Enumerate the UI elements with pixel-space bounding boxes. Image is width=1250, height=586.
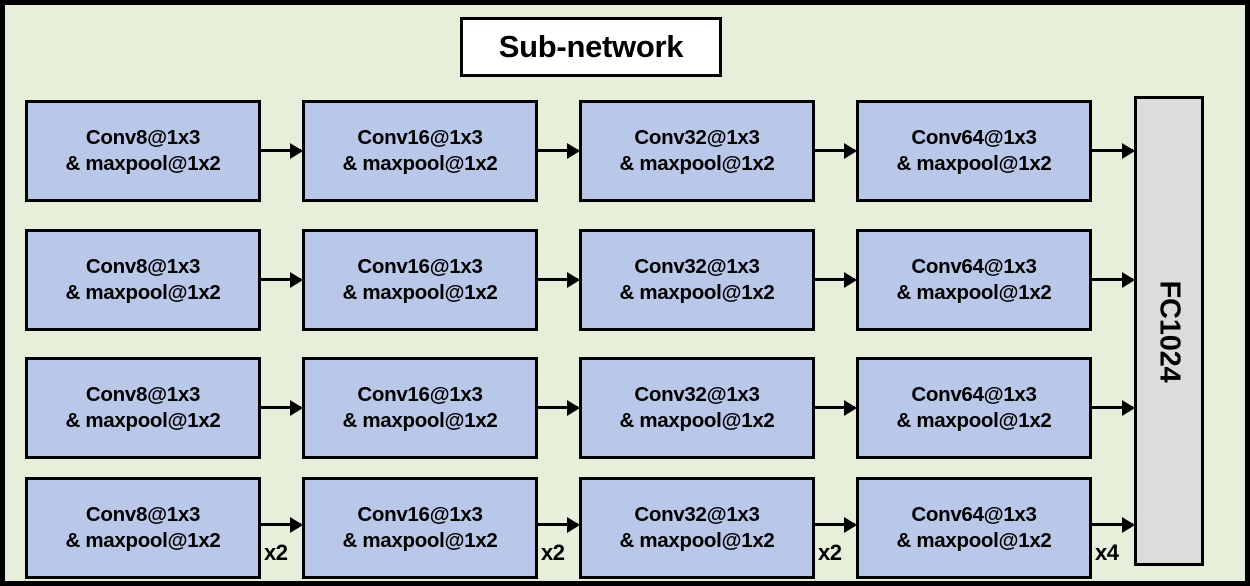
conv-block-line2: & maxpool@1x2 xyxy=(65,152,221,175)
arrow-r3c1-to-r3c2 xyxy=(261,406,301,409)
conv-block-r3c1[interactable]: Conv8@1x3 & maxpool@1x2 xyxy=(25,357,261,459)
multiplier-label-4: x4 xyxy=(1095,540,1119,565)
conv-block-line1: Conv32@1x3 xyxy=(634,382,760,406)
arrow-r4c2-to-r4c3 xyxy=(538,523,578,526)
conv-block-line1: Conv8@1x3 xyxy=(85,254,201,278)
conv-block-line1: Conv8@1x3 xyxy=(85,502,201,526)
page-title: Sub-network xyxy=(498,29,684,64)
arrow-r4c3-to-r4c4 xyxy=(815,523,855,526)
conv-block-line2: & maxpool@1x2 xyxy=(342,529,498,552)
conv-block-r3c2[interactable]: Conv16@1x3 & maxpool@1x2 xyxy=(302,357,538,459)
conv-block-line1: Conv16@1x3 xyxy=(357,502,483,526)
arrow-r2c4-to-fc xyxy=(1092,278,1133,281)
conv-block-line2: & maxpool@1x2 xyxy=(619,281,775,304)
arrow-r3c3-to-r3c4 xyxy=(815,406,855,409)
arrow-r1c4-to-fc xyxy=(1092,149,1133,152)
conv-block-line1: Conv64@1x3 xyxy=(911,502,1037,526)
conv-block-line2: & maxpool@1x2 xyxy=(342,281,498,304)
conv-block-line2: & maxpool@1x2 xyxy=(896,409,1052,432)
conv-block-r2c2[interactable]: Conv16@1x3 & maxpool@1x2 xyxy=(302,229,538,331)
conv-block-r3c3[interactable]: Conv32@1x3 & maxpool@1x2 xyxy=(579,357,815,459)
conv-block-line1: Conv64@1x3 xyxy=(911,254,1037,278)
arrow-r2c2-to-r2c3 xyxy=(538,278,578,281)
conv-block-r2c3[interactable]: Conv32@1x3 & maxpool@1x2 xyxy=(579,229,815,331)
arrow-r4c1-to-r4c2 xyxy=(261,523,301,526)
diagram-title-box: Sub-network xyxy=(460,17,722,77)
conv-block-r1c1[interactable]: Conv8@1x3 & maxpool@1x2 xyxy=(25,100,261,202)
conv-block-line1: Conv16@1x3 xyxy=(357,125,483,149)
arrow-r3c4-to-fc xyxy=(1092,406,1133,409)
arrow-r1c2-to-r1c3 xyxy=(538,149,578,152)
conv-block-r4c2[interactable]: Conv16@1x3 & maxpool@1x2 xyxy=(302,477,538,579)
conv-block-line1: Conv32@1x3 xyxy=(634,125,760,149)
arrow-r1c3-to-r1c4 xyxy=(815,149,855,152)
conv-block-line2: & maxpool@1x2 xyxy=(619,409,775,432)
conv-block-r1c2[interactable]: Conv16@1x3 & maxpool@1x2 xyxy=(302,100,538,202)
conv-block-line1: Conv16@1x3 xyxy=(357,254,483,278)
multiplier-label-1: x2 xyxy=(264,540,288,565)
conv-block-line2: & maxpool@1x2 xyxy=(896,152,1052,175)
conv-block-r2c1[interactable]: Conv8@1x3 & maxpool@1x2 xyxy=(25,229,261,331)
conv-block-line2: & maxpool@1x2 xyxy=(896,281,1052,304)
conv-block-line2: & maxpool@1x2 xyxy=(65,281,221,304)
arrow-r1c1-to-r1c2 xyxy=(261,149,301,152)
multiplier-label-2: x2 xyxy=(541,540,565,565)
conv-block-line2: & maxpool@1x2 xyxy=(619,529,775,552)
conv-block-line1: Conv32@1x3 xyxy=(634,502,760,526)
conv-block-r1c4[interactable]: Conv64@1x3 & maxpool@1x2 xyxy=(856,100,1092,202)
arrow-r4c4-to-fc xyxy=(1092,523,1133,526)
conv-block-line1: Conv64@1x3 xyxy=(911,382,1037,406)
conv-block-line2: & maxpool@1x2 xyxy=(342,152,498,175)
conv-block-line2: & maxpool@1x2 xyxy=(619,152,775,175)
conv-block-line2: & maxpool@1x2 xyxy=(896,529,1052,552)
arrow-r2c1-to-r2c2 xyxy=(261,278,301,281)
conv-block-r4c3[interactable]: Conv32@1x3 & maxpool@1x2 xyxy=(579,477,815,579)
fc-output-label: FC1024 xyxy=(1153,280,1186,382)
conv-block-line1: Conv8@1x3 xyxy=(85,125,201,149)
conv-block-r3c4[interactable]: Conv64@1x3 & maxpool@1x2 xyxy=(856,357,1092,459)
conv-block-line1: Conv64@1x3 xyxy=(911,125,1037,149)
conv-block-r2c4[interactable]: Conv64@1x3 & maxpool@1x2 xyxy=(856,229,1092,331)
conv-block-r4c1[interactable]: Conv8@1x3 & maxpool@1x2 xyxy=(25,477,261,579)
conv-block-line1: Conv32@1x3 xyxy=(634,254,760,278)
conv-block-line2: & maxpool@1x2 xyxy=(342,409,498,432)
conv-block-line1: Conv16@1x3 xyxy=(357,382,483,406)
multiplier-label-3: x2 xyxy=(818,540,842,565)
conv-block-r4c4[interactable]: Conv64@1x3 & maxpool@1x2 xyxy=(856,477,1092,579)
conv-block-line2: & maxpool@1x2 xyxy=(65,529,221,552)
conv-block-line2: & maxpool@1x2 xyxy=(65,409,221,432)
fc-output-block[interactable]: FC1024 xyxy=(1134,96,1204,566)
arrow-r3c2-to-r3c3 xyxy=(538,406,578,409)
conv-block-r1c3[interactable]: Conv32@1x3 & maxpool@1x2 xyxy=(579,100,815,202)
arrow-r2c3-to-r2c4 xyxy=(815,278,855,281)
conv-block-line1: Conv8@1x3 xyxy=(85,382,201,406)
